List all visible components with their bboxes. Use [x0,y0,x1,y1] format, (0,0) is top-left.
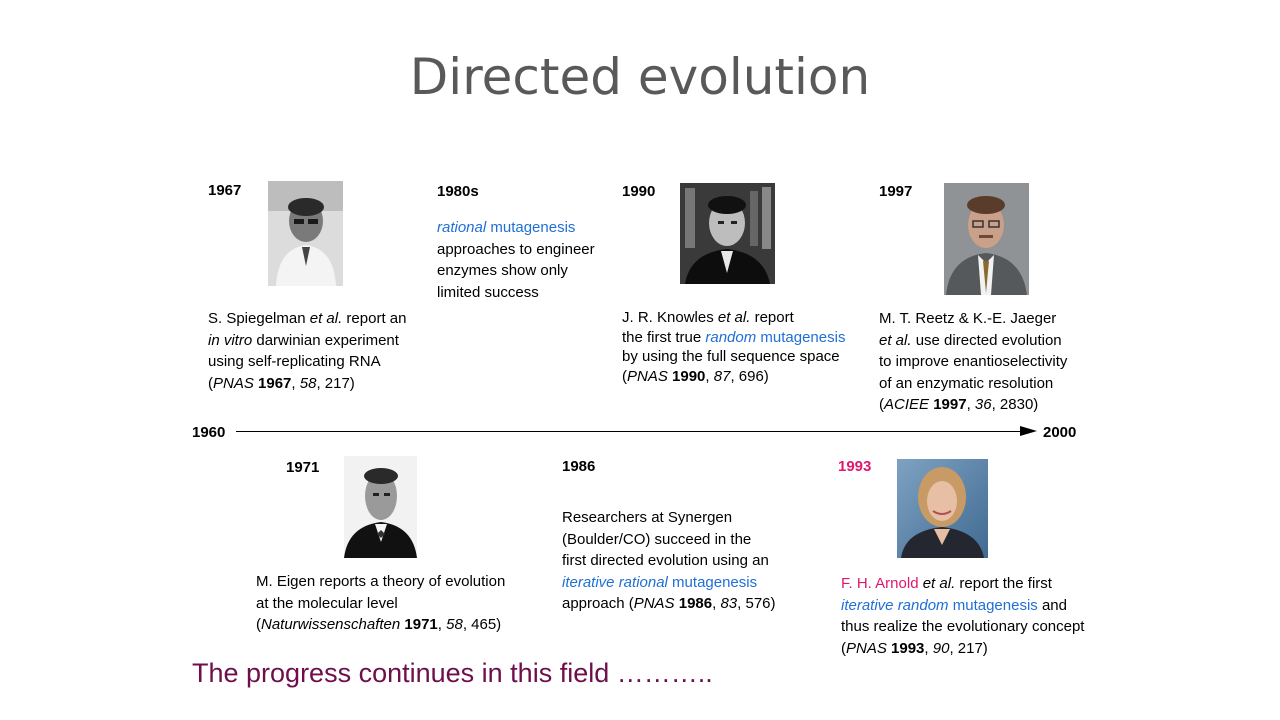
year-1971: 1971 [286,459,320,476]
event-1986-text: Researchers at Synergen (Boulder/CO) suc… [562,507,812,615]
year-1980s: 1980s [437,183,479,200]
portrait-reetz [944,183,1029,295]
portrait-eigen [344,456,417,558]
event-1971-line-2: at the molecular level [256,594,398,612]
event-1997-line-1: M. T. Reetz & K.-E. Jaeger [879,310,1057,327]
event-1986-line-3: first directed evolution using an [562,552,769,569]
event-1971-line-1: M. Eigen reports a theory of evolution [256,573,506,590]
event-1997-citation: (ACIEE 1997, 36, 2830) [879,396,1039,413]
year-1997: 1997 [879,183,913,200]
event-1986-line-2: (Boulder/CO) succeed in the [562,530,752,548]
axis-start-label: 1960 [192,424,226,441]
event-1967-citation: (PNAS 1967, 58, 217) [208,374,355,392]
event-1997-text: M. T. Reetz & K.-E. Jaeger et al. use di… [879,308,1099,416]
event-1993-text: F. H. Arnold et al. report the first ite… [841,573,1111,659]
portrait-knowles [680,183,775,284]
timeline-arrow-icon [1020,426,1037,436]
event-1967-line-1: S. Spiegelman et al. report an [208,310,407,327]
axis-end-label: 2000 [1043,424,1077,441]
event-1990-citation: (PNAS 1990, 87, 696) [622,367,769,385]
event-1980s-text: rational mutagenesis approaches to engin… [437,217,617,303]
event-1997-line-4: of an enzymatic resolution [879,374,1054,392]
event-1971-citation: (Naturwissenschaften 1971, 58, 465) [256,616,502,633]
event-1990-text: J. R. Knowles et al. report the first tr… [622,308,872,386]
slide-title: Directed evolution [409,48,871,106]
footer-statement: The progress continues in this field ………… [192,658,713,688]
event-1986-citation: approach (PNAS 1986, 83, 576) [562,595,776,612]
event-1980s-line-1: rational mutagenesis [437,219,576,236]
event-1980s-line-2: approaches to engineer [437,240,595,258]
event-1997-line-2: et al. use directed evolution [879,331,1062,349]
portrait-arnold [897,459,988,558]
event-1967-line-2: in vitro darwinian experiment [208,331,399,349]
year-1986: 1986 [562,458,596,475]
event-1993-line-3: thus realize the evolutionary concept [841,618,1085,635]
event-1993-citation: (PNAS 1993, 90, 217) [841,639,988,657]
year-1990: 1990 [622,183,656,200]
event-1990-line-1: J. R. Knowles et al. report [622,309,794,326]
event-1967-text: S. Spiegelman et al. report an in vitro … [208,308,428,394]
event-1997-line-3: to improve enantioselectivity [879,353,1068,370]
event-1990-line-3: by using the full sequence space [622,348,840,365]
event-1986-line-4: iterative rational mutagenesis [562,573,758,591]
year-1993: 1993 [838,458,872,475]
timeline-axis [236,431,1022,432]
event-1990-line-2: the first true random mutagenesis [622,328,846,346]
event-1993-line-2: iterative random mutagenesis and [841,596,1067,614]
event-1980s-line-4: limited success [437,283,539,301]
event-1980s-line-3: enzymes show only [437,262,568,279]
event-1986-line-1: Researchers at Synergen [562,509,733,526]
event-1993-line-1: F. H. Arnold et al. report the first [841,575,1052,592]
event-1971-text: M. Eigen reports a theory of evolution a… [256,571,546,636]
event-1967-line-3: using self-replicating RNA [208,353,381,370]
portrait-spiegelman [268,181,343,286]
year-1967: 1967 [208,182,242,199]
